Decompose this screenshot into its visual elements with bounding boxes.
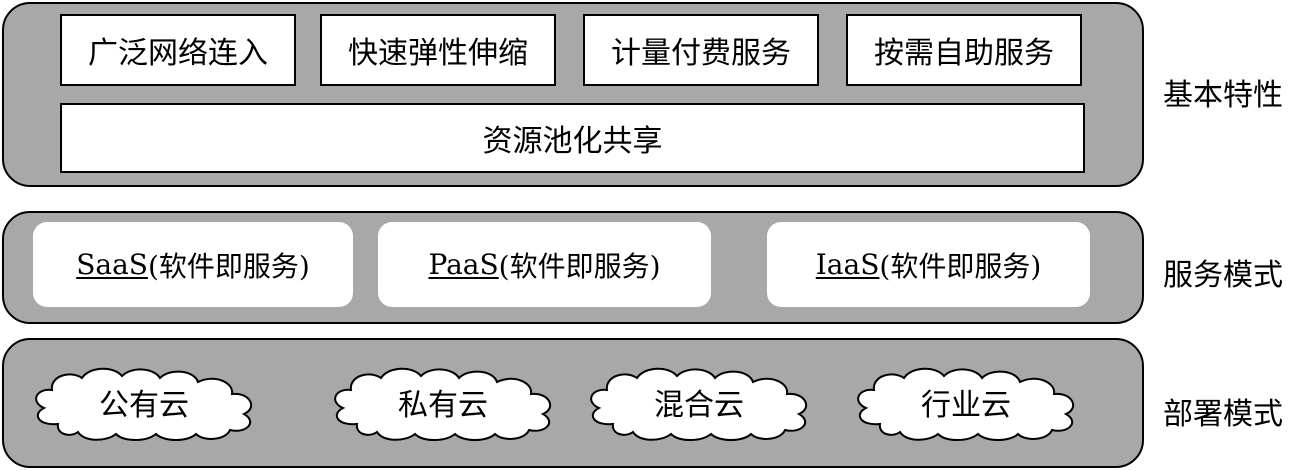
service-model-abbr: SaaS xyxy=(76,248,148,281)
feature-label: 快速弹性伸缩 xyxy=(348,36,528,71)
service-model-desc: (软件即服务) xyxy=(879,249,1042,283)
cloud-private: 私有云 xyxy=(327,362,559,442)
cloud-label: 混合云 xyxy=(654,388,744,423)
service-model-abbr: IaaS xyxy=(815,248,880,281)
service-model-saas: SaaS(软件即服务) xyxy=(33,222,353,307)
service-model-iaas: IaaS(软件即服务) xyxy=(767,222,1090,307)
service-model-paas: PaaS(软件即服务) xyxy=(378,222,711,307)
cloud-icon xyxy=(334,367,552,441)
feature-box-broad-network-access: 广泛网络连入 xyxy=(60,14,296,86)
feature-box-measured-service: 计量付费服务 xyxy=(583,14,819,86)
service-model-desc: (软件即服务) xyxy=(498,249,661,283)
cloud-label: 私有云 xyxy=(398,388,488,423)
cloud-label: 行业云 xyxy=(921,388,1011,423)
feature-box-rapid-elasticity: 快速弹性伸缩 xyxy=(320,14,556,86)
cloud-public: 公有云 xyxy=(28,362,260,442)
cloud-icon xyxy=(857,367,1075,441)
feature-label: 按需自助服务 xyxy=(874,36,1054,71)
service-models-label: 服务模式 xyxy=(1163,258,1283,293)
deployment-models-label: 部署模式 xyxy=(1163,397,1283,432)
feature-label: 计量付费服务 xyxy=(611,36,791,71)
cloud-hybrid: 混合云 xyxy=(583,362,815,442)
basic-characteristics-label: 基本特性 xyxy=(1163,78,1283,113)
service-model-desc: (软件即服务) xyxy=(147,249,310,283)
feature-box-on-demand-self-service: 按需自助服务 xyxy=(846,14,1082,86)
cloud-icon xyxy=(590,367,808,441)
feature-label: 广泛网络连入 xyxy=(88,36,268,71)
resource-pooling-label: 资源池化共享 xyxy=(482,124,663,159)
cloud-label: 公有云 xyxy=(99,388,189,423)
cloud-industry: 行业云 xyxy=(850,362,1082,442)
service-model-abbr: PaaS xyxy=(428,248,499,281)
cloud-icon xyxy=(35,367,253,441)
resource-pooling-box: 资源池化共享 xyxy=(60,103,1085,173)
